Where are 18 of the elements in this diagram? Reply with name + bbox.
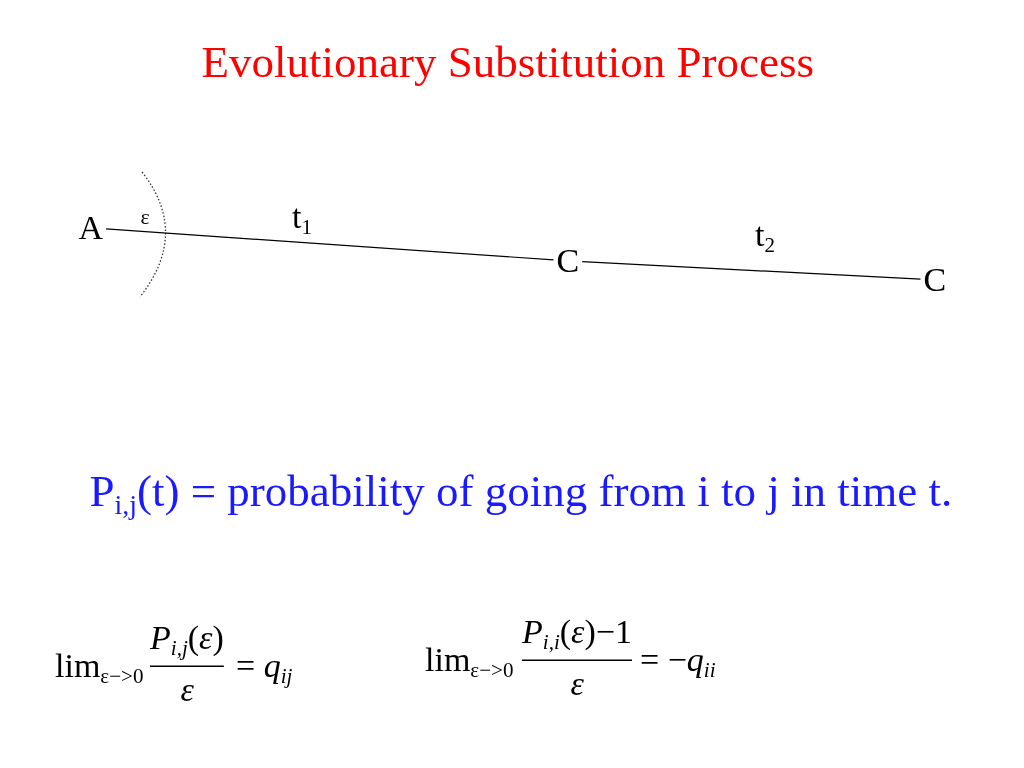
branch-line: [105, 228, 555, 261]
edge-label: t$_{1}$: [292, 196, 312, 241]
formula-denominator: ε: [570, 663, 584, 704]
state-label: C: [920, 259, 950, 301]
symbol-label: ε: [140, 203, 150, 231]
limit-expression: lim$_{ε−>0}$: [425, 639, 514, 684]
formula-result: = −q$_{ii}$: [640, 639, 716, 684]
formula-result: = q$_{ij}$: [236, 645, 293, 690]
definition-text: P$_{i,j}$(t) = probability of going from i to j in time t.: [89, 464, 953, 522]
formula-numerator: P$_{i,i}$(ε)−1: [522, 611, 632, 656]
branch-line: [581, 261, 922, 280]
edge-label: t$_{2}$: [755, 214, 775, 259]
state-label: C: [553, 240, 583, 282]
formula-denominator: ε: [180, 669, 194, 710]
limit-expression: lim$_{ε−>0}$: [55, 645, 144, 690]
formula-numerator: P$_{i,j}$(ε): [150, 617, 224, 662]
slide-title: Evolutionary Substitution Process: [201, 35, 814, 89]
state-label: A: [75, 207, 107, 249]
